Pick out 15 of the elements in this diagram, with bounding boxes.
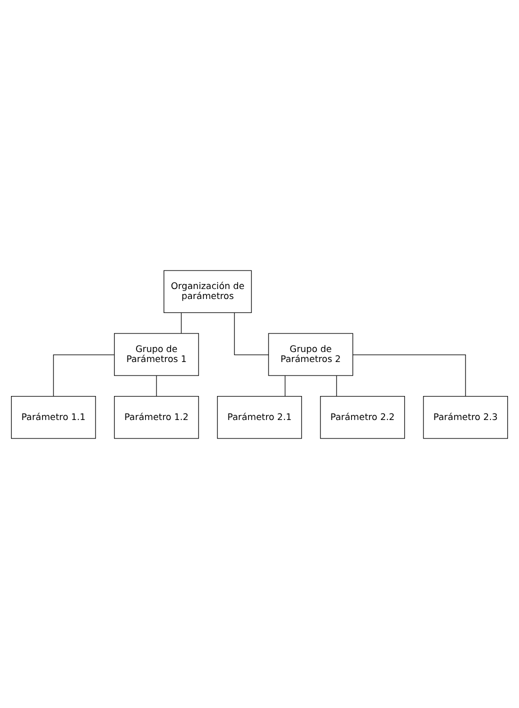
node-box: Organización de parámetros — [164, 270, 252, 313]
node-box: Grupo de Parámetros 2 — [268, 332, 354, 376]
connector — [284, 374, 286, 396]
connector — [53, 354, 115, 396]
connector — [234, 312, 269, 355]
connector — [180, 312, 182, 334]
node-box: Parámetro 2.2 — [320, 395, 405, 438]
node-box: Parámetro 1.2 — [114, 395, 199, 438]
node-box: Parámetro 2.1 — [217, 395, 302, 438]
node-box: Parámetro 1.1 — [11, 395, 96, 438]
node-box: Grupo de Parámetros 1 — [114, 332, 199, 376]
connector — [156, 374, 157, 396]
connector — [352, 354, 466, 396]
connector — [336, 374, 337, 396]
node-box: Parámetro 2.3 — [423, 395, 508, 438]
